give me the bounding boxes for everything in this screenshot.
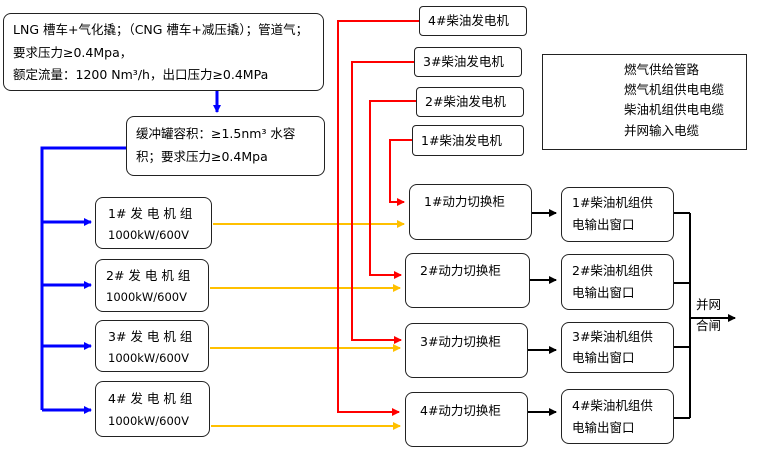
buffer-line-2: 积；要求压力≥0.4Mpa [136,149,268,164]
gas-generator-name: 2# 发 电 机 组 [106,268,191,283]
switch-cabinet-label: 2#动力切换柜 [420,263,501,278]
output-window-line2: 电输出窗口 [572,420,635,435]
diesel-generator-4: 4#柴油发电机 [419,6,527,36]
output-window-line1: 2#柴油机组供 [572,263,653,278]
grid-label-line1: 并网 [696,297,722,312]
output-window-line1: 1#柴油机组供 [572,195,653,210]
gas-generator-3: 3# 发 电 机 组 1000kW/600V [95,320,209,372]
legend-label-diesel-cable: 柴油机组供电电缆 [624,102,725,117]
supply-line-1: LNG 槽车+气化撬；（CNG 槽车+减压撬）；管道气； [13,22,309,37]
diesel-generator-label: 4#柴油发电机 [428,13,509,28]
switch-cabinet-4: 4#动力切换柜 [405,392,528,447]
buffer-tank-box: 缓冲罐容积：≥1.5nm³ 水容 积；要求压力≥0.4Mpa [126,116,325,176]
output-window-1: 1#柴油机组供 电输出窗口 [561,187,674,242]
switch-cabinet-label: 4#动力切换柜 [420,403,501,418]
diesel-generator-2: 2#柴油发电机 [416,87,524,117]
diesel-generator-label: 2#柴油发电机 [425,94,506,109]
switch-cabinet-2: 2#动力切换柜 [405,253,530,308]
diesel-generator-label: 3#柴油发电机 [423,54,504,69]
output-window-line1: 3#柴油机组供 [572,329,653,344]
switch-cabinet-label: 3#动力切换柜 [420,334,501,349]
switch-cabinet-label: 1#动力切换柜 [424,194,505,209]
buffer-line-1: 缓冲罐容积：≥1.5nm³ 水容 [136,126,296,141]
gas-generator-1: 1# 发 电 机 组 1000kW/600V [95,197,212,249]
output-window-line2: 电输出窗口 [572,350,635,365]
diesel-cable-1 [389,139,412,206]
diesel-generator-3: 3#柴油发电机 [414,47,522,77]
grid-label-line2: 合闸 [696,318,722,333]
supply-line-3: 额定流量：1200 Nm³/h，出口压力≥0.4MPa [13,67,269,82]
diesel-cable-2 [369,100,416,279]
legend-label-gas-pipe: 燃气供给管路 [624,62,700,77]
diesel-cable-3 [351,61,414,344]
gas-generator-2: 2# 发 电 机 组 1000kW/600V [95,259,209,312]
gas-generator-name: 3# 发 电 机 组 [108,329,193,344]
gas-generator-rating: 1000kW/600V [108,228,189,242]
diesel-generator-label: 1#柴油发电机 [421,133,502,148]
output-window-2: 2#柴油机组供 电输出窗口 [561,254,674,310]
diesel-cable-4 [337,20,419,416]
gas-generator-name: 1# 发 电 机 组 [108,206,193,221]
gas-generator-name: 4# 发 电 机 组 [108,391,193,406]
legend-label-gas-cable: 燃气机组供电电缆 [624,82,725,97]
output-window-line2: 电输出窗口 [572,285,635,300]
switch-cabinet-1: 1#动力切换柜 [409,184,532,240]
gas-pipe-buffer-trunk [40,146,127,410]
legend [542,54,747,150]
diesel-generator-1: 1#柴油发电机 [412,125,524,156]
output-window-line1: 4#柴油机组供 [572,398,653,413]
gas-generator-rating: 1000kW/600V [108,351,189,365]
output-window-4: 4#柴油机组供 电输出窗口 [561,389,674,444]
supply-line-2: 要求压力≥0.4Mpa， [13,45,133,60]
gas-generator-4: 4# 发 电 机 组 1000kW/600V [95,381,210,437]
gas-supply-box: LNG 槽车+气化撬；（CNG 槽车+减压撬）；管道气； 要求压力≥0.4Mpa… [3,13,324,91]
output-window-line2: 电输出窗口 [572,217,635,232]
switch-cabinet-3: 3#动力切换柜 [405,323,528,378]
output-window-3: 3#柴油机组供 电输出窗口 [561,322,674,373]
legend-label-grid-cable: 并网输入电缆 [624,123,700,138]
gas-generator-rating: 1000kW/600V [106,290,187,304]
gas-generator-rating: 1000kW/600V [108,414,189,428]
